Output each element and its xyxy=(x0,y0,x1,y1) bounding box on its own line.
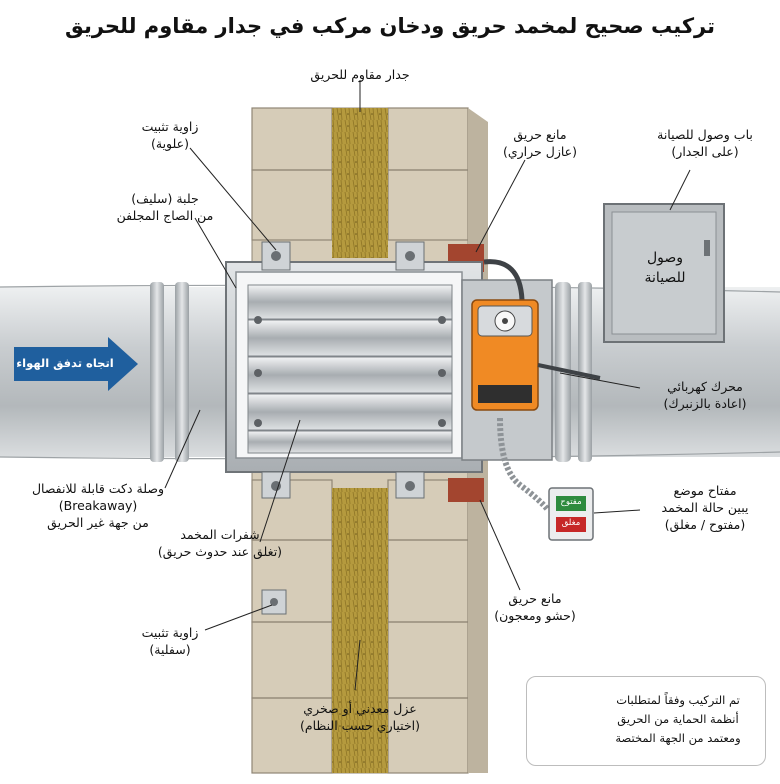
wire-conduit xyxy=(483,259,525,301)
airflow-arrow xyxy=(14,337,138,391)
label-line: يبين حالة المخمد xyxy=(661,500,749,515)
compliance-badge: تم التركيب وفقاً لمتطلبات أنظمة الحماية … xyxy=(526,676,766,766)
damper-blades xyxy=(247,284,453,454)
label-line: (على الجدار) xyxy=(671,144,739,159)
access-panel-text: وصول للصيانة xyxy=(620,248,710,288)
label-line: من جهة غير الحريق xyxy=(47,515,149,530)
label-line: (علوية) xyxy=(151,136,189,151)
label-line: محرك كهربائي xyxy=(667,379,743,394)
label-line: (تغلق عند حدوث حريق) xyxy=(157,544,283,559)
label-line: (عازل حراري) xyxy=(502,144,578,159)
flex-conduit xyxy=(497,417,551,512)
badge-line: تم التركيب وفقاً لمتطلبات xyxy=(616,693,740,707)
switch-open-text: مفتوح xyxy=(560,497,582,507)
label-line: (حشو ومعجون) xyxy=(494,608,576,623)
label-line: باب وصول للصيانة xyxy=(657,127,753,142)
duct-ring xyxy=(175,282,189,462)
access-door xyxy=(603,203,725,343)
label-line: (سفلية) xyxy=(149,642,191,657)
diagram-title: تركيب صحيح لمخمد حريق ودخان مركب في جدار… xyxy=(65,14,715,38)
mounting-angle-top xyxy=(261,241,425,271)
label-line: (اختياري حسب النظام) xyxy=(299,718,421,733)
actuator xyxy=(471,299,601,411)
label-fire-wall-line: جدار مقاوم للحريق xyxy=(310,67,410,82)
label-breakaway: وصلة دكت قابلة للانفصال (Breakaway) من ج… xyxy=(18,480,178,531)
label-line: مانع حريق xyxy=(513,127,567,142)
label-fire-wall: جدار مقاوم للحريق xyxy=(300,66,420,83)
label-fire-stop-top: مانع حريق (عازل حراري) xyxy=(485,126,595,160)
label-line: زاوية تثبيت xyxy=(141,625,199,640)
label-blades: شفرات المخمد (تغلق عند حدوث حريق) xyxy=(150,526,290,560)
insulation-core xyxy=(332,488,388,773)
label-insulation: عزل معدني أو صخري (اختياري حسب النظام) xyxy=(290,700,430,734)
position-switch xyxy=(548,487,594,541)
fire-stop-seal xyxy=(448,478,484,502)
label-position-switch: مفتاح موضع يبين حالة المخمد (مفتوح / مغل… xyxy=(640,482,770,533)
label-line: مفتاح موضع xyxy=(673,483,737,498)
label-access-door: باب وصول للصيانة (على الجدار) xyxy=(640,126,770,160)
label-fire-stop-bottom: مانع حريق (حشو ومعجون) xyxy=(480,590,590,624)
label-line: (مفتوح / مغلق) xyxy=(664,517,746,532)
insulation-core xyxy=(332,108,388,258)
label-line: شفرات المخمد xyxy=(180,527,260,542)
label-bottom-bracket: زاوية تثبيت (سفلية) xyxy=(120,624,220,658)
mounting-angle-bottom xyxy=(261,471,425,615)
label-actuator: محرك كهربائي (اعادة بالزنبرك) xyxy=(640,378,770,412)
label-line: جلبة (سليف) xyxy=(131,191,199,206)
label-line: وصول xyxy=(646,250,684,266)
switch-closed-text: مغلق xyxy=(561,518,581,528)
badge-line: ومعتمد من الجهة المختصة xyxy=(615,731,741,745)
label-line: (اعادة بالزنبرك) xyxy=(663,396,747,411)
label-line: للصيانة xyxy=(644,270,686,286)
label-sleeve: جلبة (سليف) من الصاج المجلفن xyxy=(90,190,240,224)
badge-line: أنظمة الحماية من الحريق xyxy=(617,712,739,726)
label-line: (Breakaway) xyxy=(58,498,138,513)
label-line: من الصاج المجلفن xyxy=(116,208,214,223)
label-line: مانع حريق xyxy=(508,591,562,606)
label-line: زاوية تثبيت xyxy=(141,119,199,134)
duct-ring xyxy=(150,282,164,462)
airflow-label: اتجاه تدفق الهواء xyxy=(14,345,140,385)
label-top-bracket: زاوية تثبيت (علوية) xyxy=(110,118,230,152)
label-line: وصلة دكت قابلة للانفصال xyxy=(31,481,165,496)
badge-text: تم التركيب وفقاً لمتطلبات أنظمة الحماية … xyxy=(603,691,753,748)
leader-lines xyxy=(164,80,691,691)
label-line: عزل معدني أو صخري xyxy=(303,701,417,716)
duct-ring xyxy=(578,282,592,462)
airflow-text: اتجاه تدفق الهواء xyxy=(16,356,114,370)
